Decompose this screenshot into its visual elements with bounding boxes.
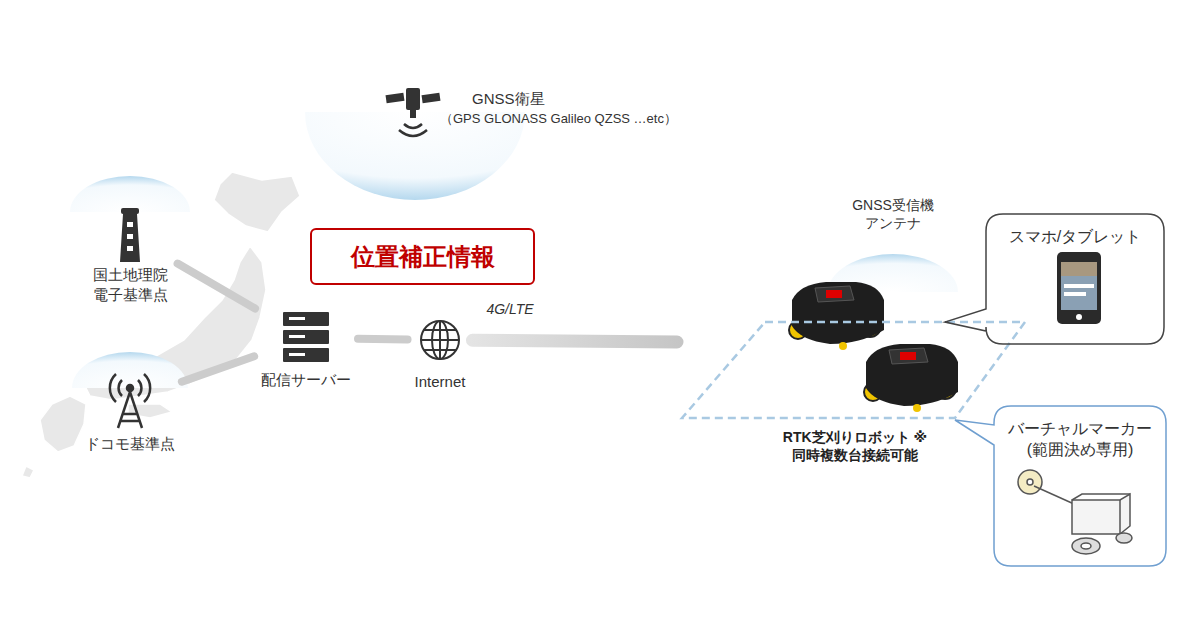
mowing-area: RTK芝刈りロボット ※同時複数台接続可能: [680, 318, 1030, 470]
tablet-icon: [1064, 284, 1094, 288]
satellite-icon: [399, 130, 427, 136]
server-icon: [283, 312, 329, 326]
server-icon: [283, 330, 329, 344]
robot-mower-2: [864, 344, 958, 412]
docomo-antenna-icon: [144, 374, 150, 402]
globe-icon: [421, 321, 459, 359]
robot-mower-1: [839, 342, 847, 350]
virtual-marker-illustration: [1018, 470, 1042, 494]
node-label: RTK芝刈りロボット ※同時複数台接続可能: [774, 428, 936, 464]
connector-line: [178, 264, 255, 309]
gsi-tower-icon: [120, 208, 140, 262]
robot-mower-1: [815, 286, 854, 302]
globe-icon: [421, 321, 459, 359]
gsi-tower-icon: [127, 222, 133, 227]
node-label: スマホ/タブレット: [985, 227, 1165, 248]
node-label: 配信サーバー: [261, 370, 351, 390]
server-icon: [283, 348, 329, 362]
signal-domes: [70, 176, 190, 212]
node-label: バーチャルマーカー (範囲決め専用): [1005, 419, 1155, 461]
signal-domes: [70, 112, 958, 388]
tablet-icon: [1061, 262, 1097, 276]
virtual-marker-illustration: [1116, 533, 1132, 543]
satellite-icon: [386, 93, 405, 103]
server-icon: [283, 312, 329, 362]
japan-map: [22, 172, 300, 478]
virtual-marker-illustration: [1018, 470, 1132, 554]
virtual-marker-illustration: [1072, 538, 1100, 554]
virtual-marker-illustration: [1034, 486, 1074, 504]
node-label: Internet: [415, 372, 466, 392]
docomo-antenna-icon: [127, 385, 133, 391]
japan-map: [22, 466, 34, 478]
robot-mower-2: [900, 352, 916, 360]
tablet-icon: [1057, 252, 1101, 324]
callout-bubble: バーチャルマーカー (範囲決め専用): [993, 405, 1167, 567]
gsi-tower-icon: [121, 208, 139, 214]
robot-mower-1: [789, 282, 884, 350]
reference-station: 国土地理院 電子基準点: [85, 205, 175, 304]
virtual-marker-illustration: [1119, 500, 1121, 534]
text-label: GNSS受信機 アンテナ: [845, 196, 941, 232]
server-icon: [289, 353, 305, 356]
docomo-antenna-icon: [138, 380, 141, 396]
gsi-tower-icon: [127, 234, 133, 239]
japan-map: [214, 172, 300, 232]
text-label: GNSS衛星: [472, 89, 545, 109]
server: 配信サーバー: [257, 310, 355, 390]
dashed-area-outline: [682, 322, 1025, 418]
server-icon: [289, 317, 305, 320]
internet: Internet: [411, 318, 470, 392]
connector-line: [182, 356, 254, 381]
signal-domes: [72, 352, 188, 388]
tablet-icon: [1076, 314, 1082, 320]
gsi-tower-icon: [120, 214, 140, 262]
connector-line: [358, 335, 408, 344]
server-icon: [289, 335, 305, 338]
info-box: 位置補正情報: [310, 228, 535, 285]
virtual-marker-illustration: [1081, 543, 1091, 549]
node-label: ドコモ基準点: [85, 434, 175, 454]
virtual-marker-illustration: [1027, 479, 1033, 485]
satellite-icon: [386, 88, 441, 136]
docomo-antenna-icon: [110, 374, 150, 428]
text-label: （GPS GLONASS Galileo QZSS …etc）: [440, 111, 677, 128]
globe-icon: [421, 321, 459, 359]
callout-outline: [955, 406, 1166, 566]
robot-mower-2: [913, 404, 921, 412]
gsi-tower-icon: [127, 246, 133, 251]
reference-station: ドコモ基準点: [81, 372, 179, 454]
docomo-antenna-icon: [110, 374, 116, 402]
node-label: 位置補正情報: [351, 241, 495, 272]
japan-map: [40, 396, 86, 452]
virtual-marker-illustration: [1072, 494, 1130, 500]
tablet-icon: [1064, 292, 1086, 296]
robot-mower-1: [792, 282, 884, 344]
tablet-icon: [1057, 252, 1101, 324]
connector-line: [472, 340, 677, 342]
tablet-icon: [1061, 262, 1097, 310]
robot-mower-2: [866, 344, 958, 406]
virtual-marker-illustration: [1072, 494, 1130, 534]
robot-mower-1: [826, 290, 842, 298]
docomo-antenna-icon: [118, 392, 142, 428]
docomo-antenna-icon: [119, 380, 122, 396]
node-label: 国土地理院 電子基準点: [89, 265, 171, 304]
edge-label: 4G/LTE: [484, 300, 535, 318]
callout-outline: [945, 214, 1164, 344]
satellite-icon: [410, 110, 416, 118]
satellite-icon: [422, 93, 441, 103]
satellite-icon: [406, 88, 420, 110]
robot-mower-2: [889, 348, 928, 364]
satellite-icon: [404, 124, 422, 128]
callout-bubble: スマホ/タブレット: [985, 213, 1165, 345]
